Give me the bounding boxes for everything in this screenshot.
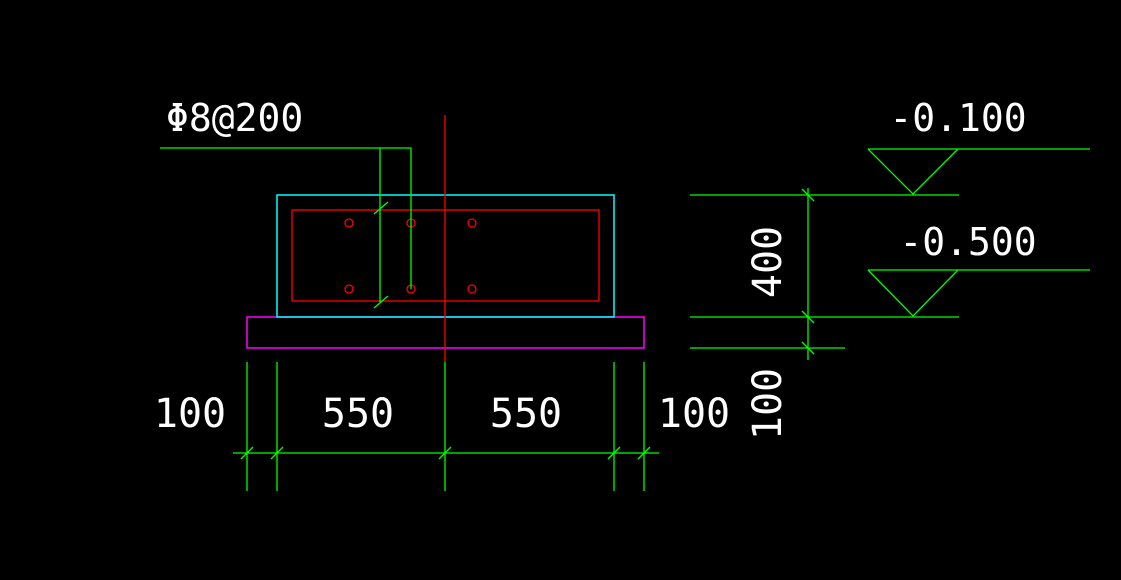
rebar-bar (344, 284, 354, 294)
leader-line-2 (380, 147, 412, 289)
rebar-bar (467, 284, 477, 294)
width-tick (607, 446, 621, 460)
elevation-bottom-label: -0.500 (899, 220, 1036, 264)
height-tick (801, 188, 815, 202)
elevation-triangle (867, 269, 959, 317)
width-dimension-chain (233, 362, 659, 491)
height-tick (801, 341, 815, 355)
leader-tick (373, 295, 389, 309)
elevation-marker-top (867, 148, 1090, 195)
height-dimension-chain (690, 188, 959, 360)
width-dim-left-half: 550 (322, 391, 394, 437)
width-dim-right-edge: 100 (658, 391, 730, 437)
width-tick (438, 446, 452, 460)
height-tick (801, 310, 815, 324)
width-dim-right-half: 550 (490, 391, 562, 437)
width-tick (240, 446, 254, 460)
width-dim-left-edge: 100 (154, 391, 226, 437)
height-dim-cushion: 100 (745, 368, 791, 440)
leader-tick (373, 201, 389, 215)
rebar-bar (344, 218, 354, 228)
elevation-triangle (867, 148, 959, 195)
rebar-bar (467, 218, 477, 228)
height-dim-footing: 400 (745, 226, 791, 298)
width-tick (637, 446, 651, 460)
elevation-marker-bottom (867, 269, 1090, 317)
width-tick (270, 446, 284, 460)
elevation-top-label: -0.100 (889, 96, 1026, 140)
rebar-spec-label: Φ8@200 (166, 96, 303, 140)
rebar-leader (160, 147, 412, 309)
